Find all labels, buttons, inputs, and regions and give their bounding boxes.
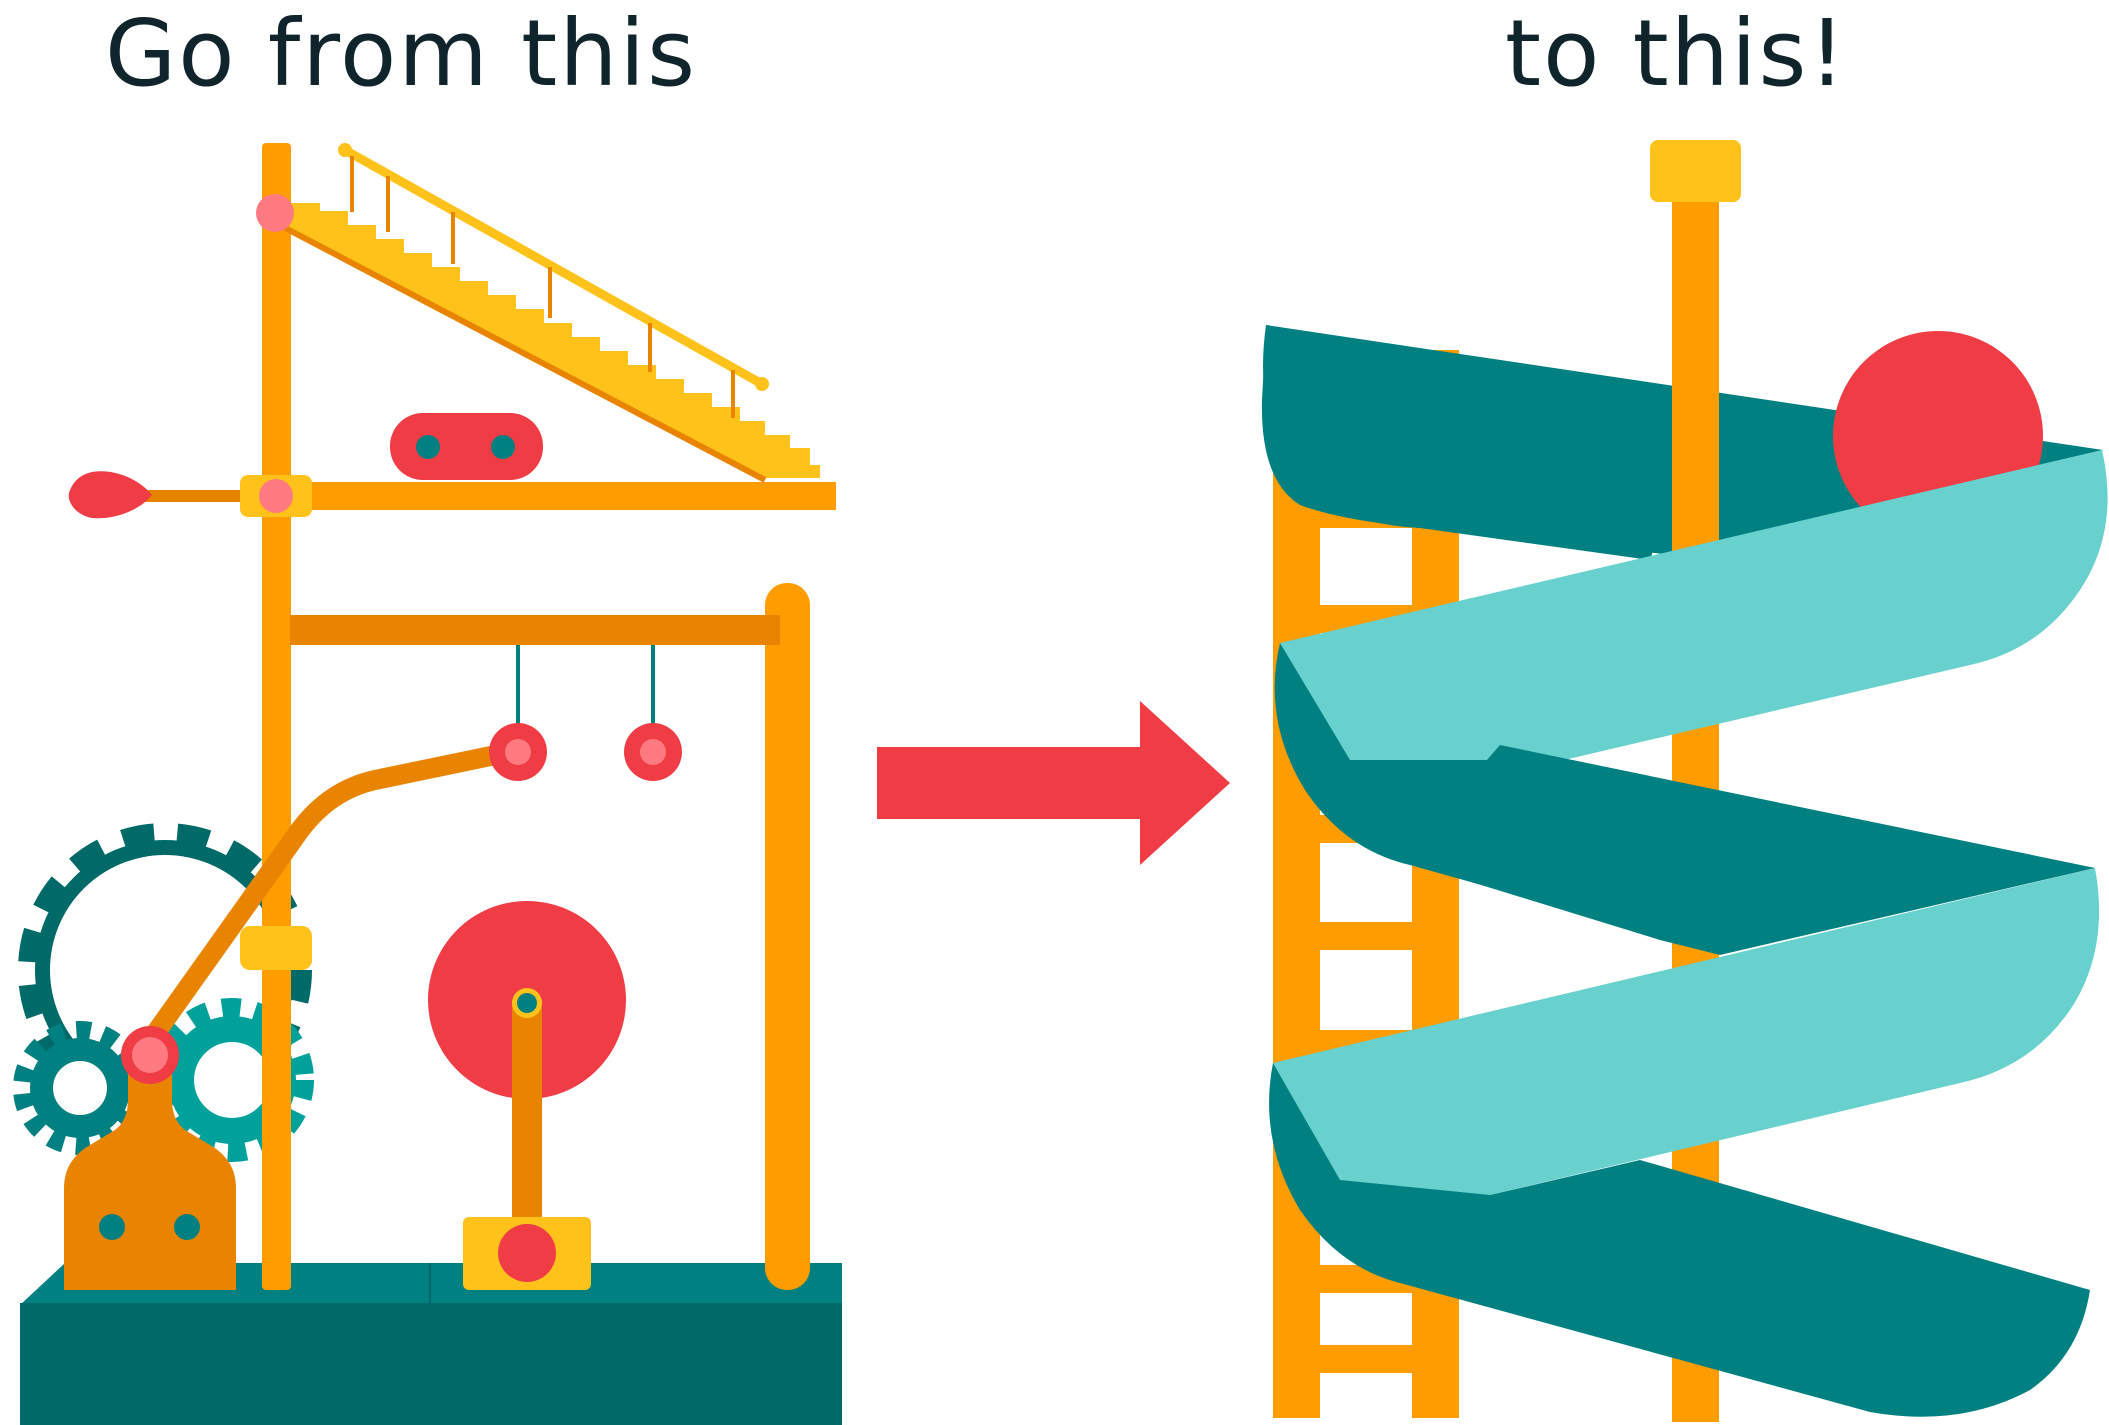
slide-mid-back	[1400, 745, 2095, 955]
spiral-slide	[1261, 140, 2108, 1422]
rube-goldberg-machine	[13, 143, 842, 1425]
slide-turn-2	[1273, 868, 2100, 1201]
collar-mid	[240, 926, 312, 970]
slide-top-curve	[1263, 325, 1680, 560]
right-arrow-icon	[877, 701, 1230, 865]
slide-turn-1	[1280, 450, 2108, 782]
pole-cap	[1650, 140, 1741, 202]
pendulums	[489, 645, 682, 781]
chute	[130, 742, 520, 1065]
shelf	[240, 482, 836, 510]
caption-right: to this!	[1505, 0, 1848, 107]
cross-beam	[290, 615, 780, 645]
caption-left: Go from this	[105, 0, 698, 107]
right-post	[765, 583, 810, 1290]
slide-bottom	[1269, 1063, 2090, 1417]
red-drop	[68, 471, 152, 519]
collar-top-dot	[256, 194, 294, 232]
main-pole	[262, 143, 291, 1290]
red-wheel-piston	[428, 901, 626, 1290]
staircase	[268, 143, 820, 483]
collar-shelf-dot	[259, 479, 293, 513]
crank-block	[64, 1026, 236, 1290]
red-cart	[390, 413, 543, 480]
